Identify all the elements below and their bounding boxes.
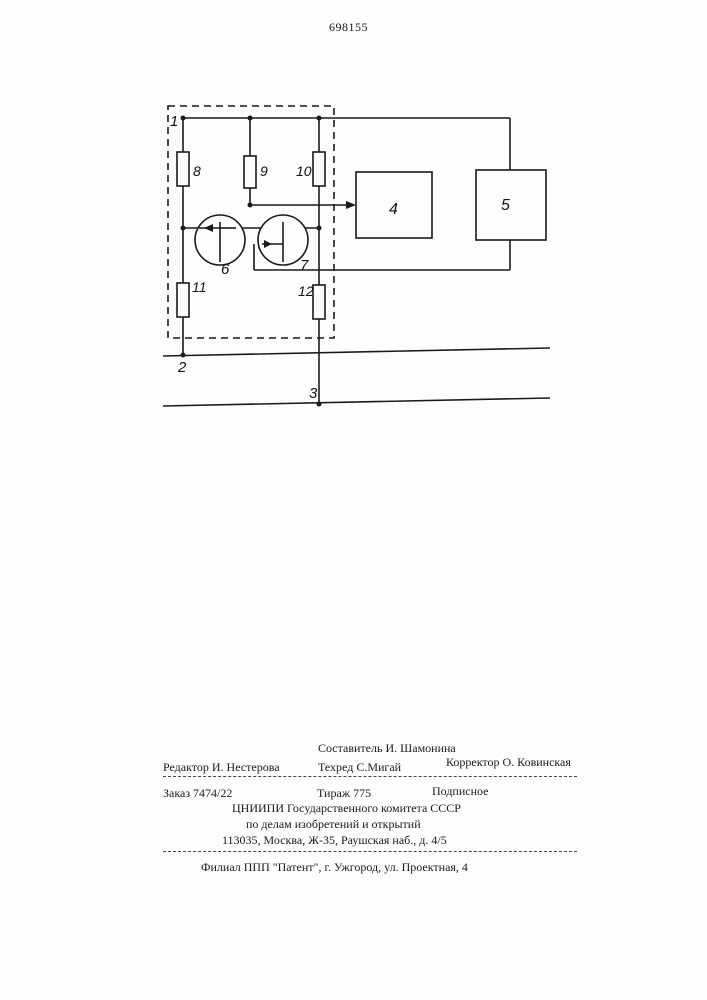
label-3: 3	[309, 385, 318, 402]
org-line-1: ЦНИИПИ Государственного комитета СССР	[232, 801, 461, 816]
label-11: 11	[192, 279, 207, 295]
label-1: 1	[170, 113, 178, 130]
block-5	[476, 170, 546, 240]
bus-3	[163, 398, 550, 406]
subscription-line: Подписное	[432, 784, 489, 799]
resistor-10	[313, 152, 325, 186]
label-9: 9	[260, 163, 268, 179]
label-8: 8	[193, 163, 201, 179]
resistor-8	[177, 152, 189, 186]
editor-line: Редактор И. Нестерова	[163, 760, 280, 775]
techred-line: Техред С.Мигай	[318, 760, 401, 775]
org-line-2: по делам изобретений и открытий	[246, 817, 421, 832]
bus-2	[163, 348, 550, 356]
divider-bottom	[163, 851, 577, 852]
resistor-9	[244, 156, 256, 188]
address-line: 113035, Москва, Ж-35, Раушская наб., д. …	[222, 833, 447, 848]
compiler-line: Составитель И. Шамонина	[318, 741, 456, 756]
module-boundary	[168, 106, 334, 338]
label-2: 2	[177, 359, 187, 376]
resistor-11	[177, 283, 189, 317]
corrector-line: Корректор О. Ковинская	[446, 755, 571, 770]
branch-line: Филиал ППП "Патент", г. Ужгород, ул. Про…	[201, 860, 468, 875]
circulation-line: Тираж 775	[317, 786, 371, 801]
label-7: 7	[300, 257, 309, 274]
label-12: 12	[298, 283, 314, 299]
label-10: 10	[296, 163, 312, 179]
arrow-to-block-4	[346, 201, 356, 209]
order-line: Заказ 7474/22	[163, 786, 232, 801]
label-4: 4	[389, 201, 398, 218]
label-6: 6	[221, 261, 230, 278]
label-5: 5	[501, 197, 510, 214]
divider-top	[163, 776, 577, 777]
resistor-12	[313, 285, 325, 319]
